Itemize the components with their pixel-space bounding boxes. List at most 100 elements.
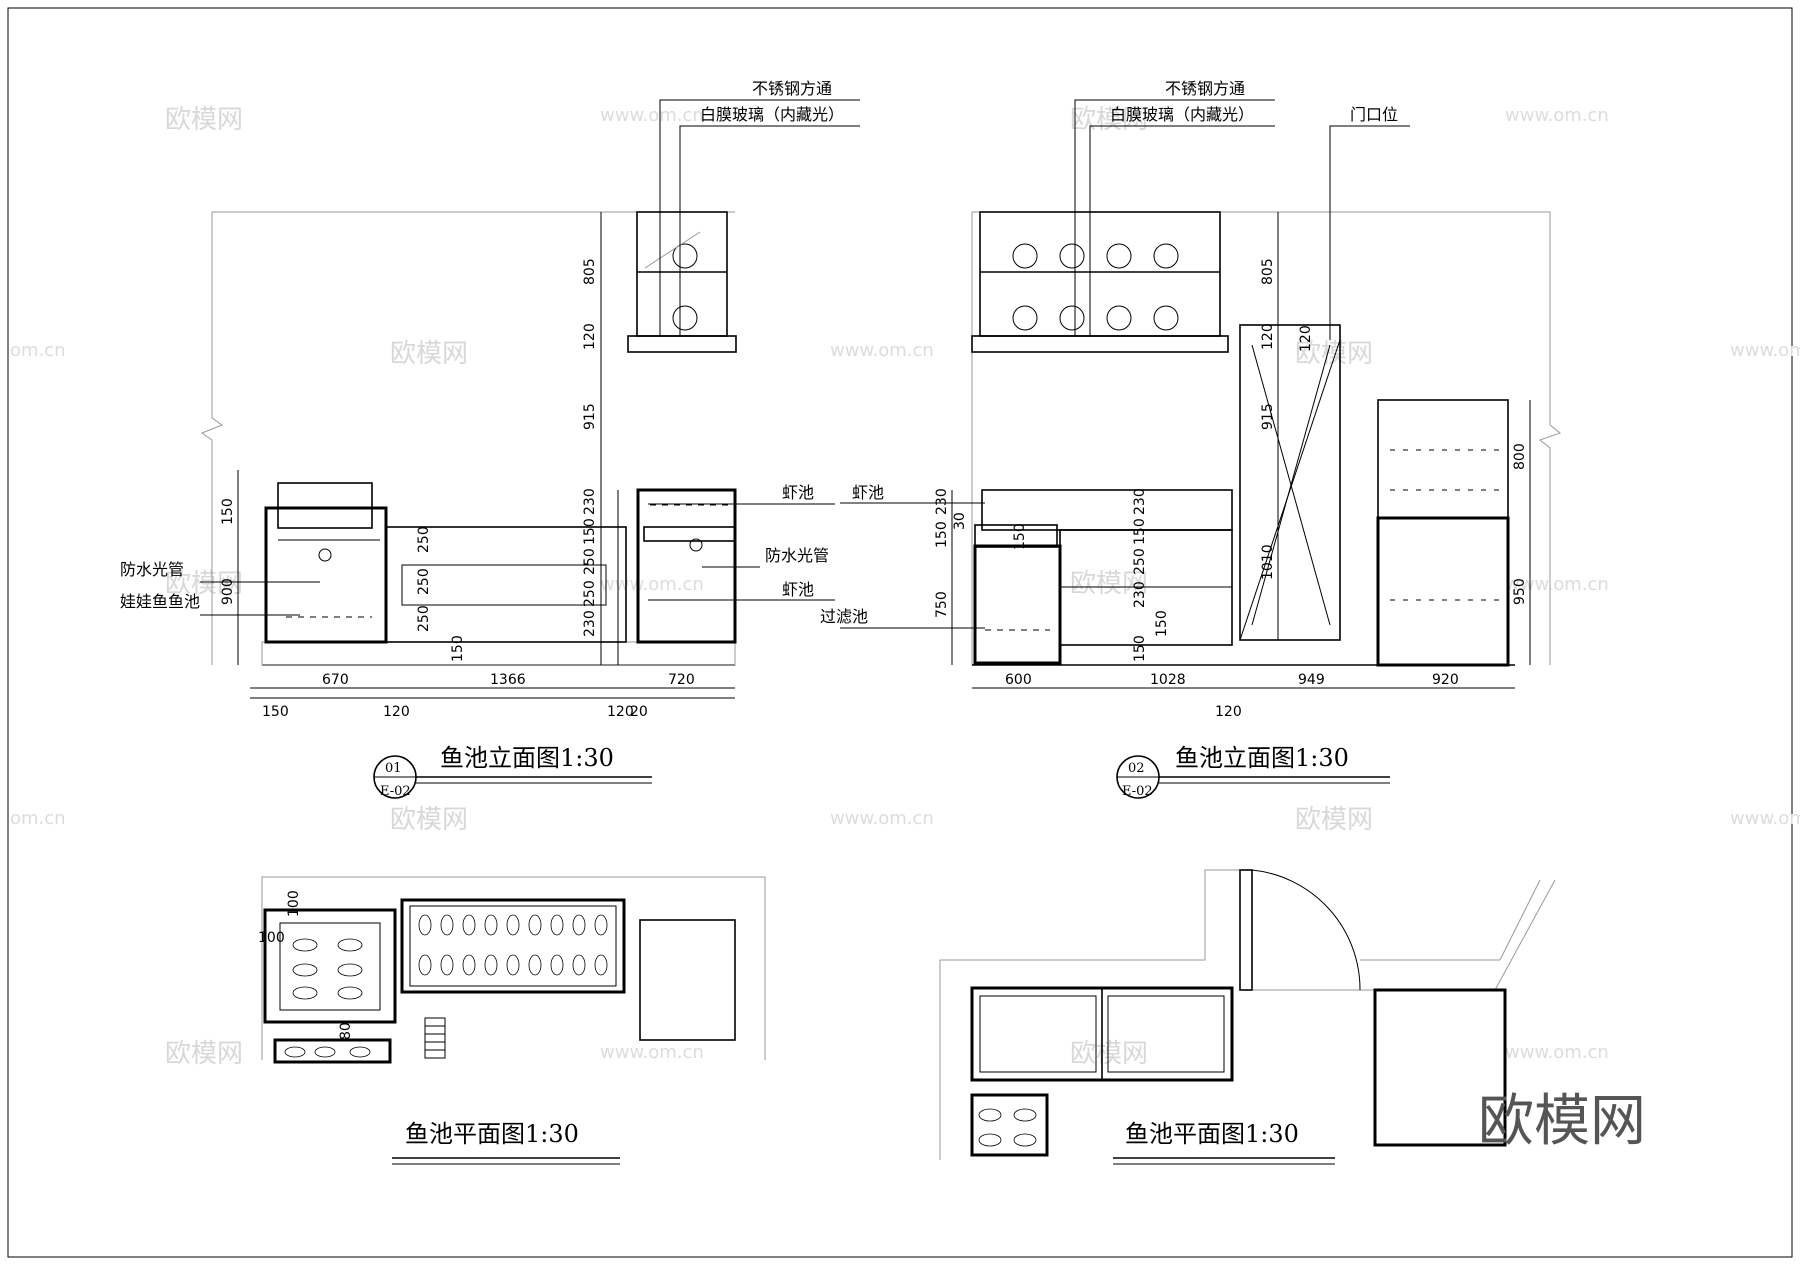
fish-icon [550, 954, 564, 976]
filter-pool-lid [974, 524, 1058, 548]
plan-filter-pool [970, 1093, 1049, 1157]
watermark-url: www.om.cn [600, 574, 704, 595]
elevation-1: 不锈钢方通 白膜玻璃（内藏光） 虾池 虾池 防水光管 防水光管 娃娃鱼鱼池 80… [120, 79, 860, 799]
dim-text: 915 [1260, 403, 1276, 430]
dim-text: 80 [338, 1022, 354, 1040]
dim-text: 915 [582, 403, 598, 430]
light-fixture-icon [318, 548, 332, 562]
label-door: 门口位 [1350, 105, 1398, 124]
watermark-brand: 欧模网 [1070, 1039, 1148, 1069]
wall-outline [261, 876, 766, 1060]
long-tank-plan [400, 898, 626, 994]
dim-text: 230 [1132, 488, 1148, 515]
fish-icon [484, 914, 498, 936]
jar-icon [1153, 305, 1179, 331]
watermark-url: www.om.cn [830, 808, 934, 829]
plan-1-title: 鱼池平面图1:30 [405, 1120, 579, 1148]
watermark-url: www.om.cn [1730, 340, 1800, 361]
plan-tall-tank [1373, 988, 1507, 1147]
fish-icon [337, 938, 363, 952]
shrimp-pool [636, 488, 737, 644]
dim-text: 150 [934, 521, 950, 548]
wall-outline [200, 211, 735, 665]
dim-text: 100 [258, 930, 285, 946]
fish-icon [572, 914, 586, 936]
fish-icon [978, 1108, 1002, 1122]
door-leaf [1239, 869, 1253, 991]
stair-icon [424, 1017, 446, 1059]
fish-icon [528, 954, 542, 976]
label-stainless-tube: 不锈钢方通 [752, 79, 832, 98]
dim-text: 120 [383, 704, 410, 720]
label-white-glass: 白膜玻璃（内藏光） [1110, 105, 1254, 124]
watermark-url: www.om.cn [1730, 808, 1800, 829]
dim-text: 120 [1298, 325, 1314, 352]
fish-icon [550, 914, 564, 936]
fish-icon [314, 1046, 336, 1058]
watermark-brand: 欧模网 [1295, 805, 1373, 835]
dim-text: 805 [582, 258, 598, 285]
jar-icon [1059, 305, 1085, 331]
dim-text: 150 [1012, 523, 1028, 550]
dim-text: 1028 [1150, 672, 1186, 688]
watermark-layer: 欧模网 欧模网 欧模网 欧模网 欧模网 欧模网 欧模网 欧模网 欧模网 欧模网 … [10, 105, 1800, 1069]
dim-text: 30 [952, 512, 968, 530]
dim-text: 670 [322, 672, 349, 688]
lower-tank-plan [273, 1038, 392, 1064]
dim-text: 720 [668, 672, 695, 688]
fish-icons [284, 914, 608, 1058]
title-tag-top: 01 [385, 761, 402, 776]
fish-icon [440, 954, 454, 976]
jar-icon [1153, 243, 1179, 269]
label-shrimp-pool: 虾池 [782, 580, 814, 599]
watermark-url: www.om.cn [1505, 1042, 1609, 1063]
plan-tank-inner [1107, 995, 1225, 1073]
fish-icon [1013, 1133, 1037, 1147]
dim-text: 20 [630, 704, 648, 720]
dim-text: 150 [1132, 635, 1148, 662]
dim-text: 250 [416, 526, 432, 553]
watermark-brand: 欧模网 [390, 339, 468, 369]
watermark-brand: 欧模网 [1070, 105, 1148, 135]
dim-text: 250 [582, 580, 598, 607]
label-white-glass: 白膜玻璃（内藏光） [700, 105, 844, 124]
shrimp-pool-shelf [643, 526, 736, 542]
fish-icon [292, 938, 318, 952]
jar-row [1012, 243, 1179, 331]
dim-text: 120 [607, 704, 634, 720]
dim-text: 805 [1260, 258, 1276, 285]
label-waterproof-tube: 防水光管 [120, 560, 184, 579]
plan-2-title: 鱼池平面图1:30 [1125, 1120, 1299, 1148]
cabinet-base [971, 335, 1229, 353]
watermark-brand: 欧模网 [165, 105, 243, 135]
glass-reflection [644, 231, 701, 269]
label-stainless-tube: 不锈钢方通 [1165, 79, 1245, 98]
long-tank-inner [409, 905, 617, 987]
jar-icon [672, 243, 698, 269]
hanging-cabinet [979, 211, 1221, 337]
dim-text: 150 [582, 518, 598, 545]
fish-icon [337, 986, 363, 1000]
salamander-tank-plan [263, 908, 397, 1024]
fish-icon [594, 914, 608, 936]
corner-logo: 欧模网 [1478, 1089, 1646, 1154]
watermark-brand: 欧模网 [390, 805, 468, 835]
elevation-1-title: 鱼池立面图1:30 [440, 744, 614, 772]
dim-text: 250 [582, 548, 598, 575]
label-filter-pool: 过滤池 [820, 607, 868, 626]
tank-lid [277, 482, 373, 529]
elevation-2-title: 鱼池立面图1:30 [1175, 744, 1349, 772]
door-swing [1239, 339, 1341, 641]
dim-text: 100 [286, 890, 302, 917]
dim-text: 949 [1298, 672, 1325, 688]
fish-icon [528, 914, 542, 936]
watermark-url: www.om.cn [830, 340, 934, 361]
leader-line [1089, 125, 1275, 336]
jar-icon [1012, 243, 1038, 269]
title-tag-bottom: E-02 [380, 784, 411, 799]
sheet-border [7, 7, 1793, 1258]
watermark-url: www.om.cn [600, 105, 704, 126]
label-shrimp-pool: 虾池 [782, 483, 814, 502]
dim-text: 150 [1132, 518, 1148, 545]
label-waterproof-tube: 防水光管 [765, 546, 829, 565]
